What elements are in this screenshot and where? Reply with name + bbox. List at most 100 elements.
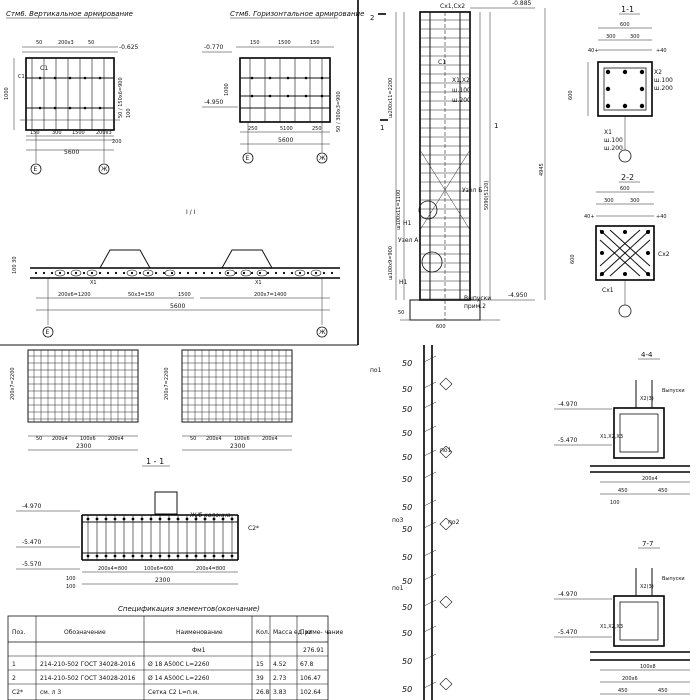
section-bars (605, 69, 645, 109)
dim-4945: 4945 (539, 163, 545, 176)
weld-mark (439, 595, 453, 609)
bar-dot (98, 271, 102, 275)
bar-dot (304, 76, 308, 80)
spec-cell: 214-210-502 ГОСТ 34028-2016 (40, 661, 135, 668)
svg-text:50: 50 (88, 40, 94, 46)
bar-dot (90, 271, 94, 275)
spec-cell: 67.8 (300, 661, 314, 668)
position-label: по1 (370, 367, 382, 374)
bar-dot (154, 271, 158, 275)
bar-dot (218, 271, 222, 275)
bar-loop (256, 269, 268, 277)
dim-label: 50 (402, 553, 412, 562)
x-label: Х2(3) (640, 396, 654, 402)
dim-label: 50 (402, 525, 412, 534)
dim-label: 600 (436, 324, 446, 330)
axis-zh: Ж (319, 329, 326, 336)
dim-label: 50x3=150 (128, 292, 154, 298)
bar-dot (185, 517, 189, 521)
dim-label: 50 (402, 475, 412, 484)
weld-mark (439, 677, 453, 691)
bar-dot (623, 230, 627, 234)
bar-dot (42, 271, 46, 275)
svg-text:1: 1 (380, 124, 384, 132)
svg-text:150: 150 (310, 40, 320, 46)
elevation-label: -5.470 (22, 539, 42, 546)
section-title: 4-4 (641, 351, 653, 359)
mesh-grid-left (28, 350, 138, 422)
svg-text:100: 100 (126, 108, 132, 118)
svg-text:ш200x11=2200: ш200x11=2200 (388, 78, 394, 118)
svg-text:+40: +40 (656, 48, 667, 54)
section-4-4: 4-4 -4.970 -5.470 Выпуски Х2(3) Х1,Х2,Х3… (554, 351, 690, 506)
x-label: Х1,Х2,Х3 (600, 624, 623, 630)
bar-loop (310, 269, 322, 277)
outlets-label: Выпуски (464, 295, 491, 302)
bar-dot (34, 271, 38, 275)
bar-dot (138, 271, 142, 275)
outlets-label: Выпуски (662, 576, 685, 582)
bar-dot (212, 554, 216, 558)
cx2-label: Cx2 (658, 251, 670, 258)
bar-dot (250, 271, 254, 275)
bar-dot (158, 554, 162, 558)
spec-cell: 3.83 (273, 689, 287, 696)
dim-label: 200x4 (642, 476, 658, 482)
svg-text:50 / 300x3=900: 50 / 300x3=900 (336, 91, 342, 132)
bar-dot (194, 517, 198, 521)
section-title: 2-2 (621, 173, 634, 182)
bar-dot (95, 517, 99, 521)
dim-label: 100 (66, 576, 76, 582)
x2-label: X2 (654, 69, 662, 76)
axis-e: Е (34, 166, 38, 173)
plan-view: I / I 200x6=1200 50x3=150 1500 200x7=140… (12, 209, 340, 338)
bar-dot (186, 271, 190, 275)
bar-dot (221, 517, 225, 521)
bar-dot (140, 517, 144, 521)
bar-dot (194, 554, 198, 558)
elevation-label: -4.950 (508, 292, 528, 299)
bar-dot (176, 517, 180, 521)
weld-mark (439, 377, 453, 391)
dim-label: 450 (658, 488, 668, 494)
bar-dot (176, 554, 180, 558)
spec-cell: см. л 3 (40, 689, 61, 696)
bar-dot (600, 230, 604, 234)
bar-dot (221, 554, 225, 558)
bar-dot (314, 271, 318, 275)
bar-dot (230, 554, 234, 558)
bar-dot (149, 554, 153, 558)
dim-2300: 2300 (155, 577, 170, 584)
bar-dot (646, 272, 650, 276)
dim-label: 300 (630, 34, 640, 40)
bar-dot (86, 554, 90, 558)
svg-text:1500: 1500 (72, 130, 85, 136)
spec-header-cell: Приме- чание (300, 629, 344, 636)
bar-dot (639, 103, 645, 109)
bar-dot (146, 271, 150, 275)
bar-dot (639, 69, 645, 75)
specification-table: Спецификация элементов(окончание) Поз.Об… (7, 605, 344, 700)
dim-label: 300 (630, 198, 640, 204)
column-elevation: Cx1,Cx2 -0.885 ш200x11=2200 ш100x11=1100… (370, 0, 546, 330)
dim-5600: 5600 (170, 303, 185, 310)
bar-dot (304, 94, 308, 98)
svg-text:+40: +40 (656, 214, 667, 220)
spec-cell: 106.47 (300, 675, 321, 682)
vertical-bars (31, 58, 105, 130)
bar-dot (266, 271, 270, 275)
svg-text:300: 300 (52, 130, 62, 136)
horizontal-reinforcement-title: Стм6. Горизонтальное армирование (230, 10, 364, 18)
bar-dot (114, 271, 118, 275)
spec-group: Фм1 (192, 647, 206, 654)
spec-header-cell: Поз. (12, 629, 25, 636)
dim-label: 600 (620, 22, 630, 28)
position-label: по1 (392, 585, 404, 592)
bar-loop (70, 269, 82, 277)
bar-dot (242, 271, 246, 275)
axis-e: Е (46, 329, 50, 336)
sh200-label: ш.200 (452, 97, 471, 104)
